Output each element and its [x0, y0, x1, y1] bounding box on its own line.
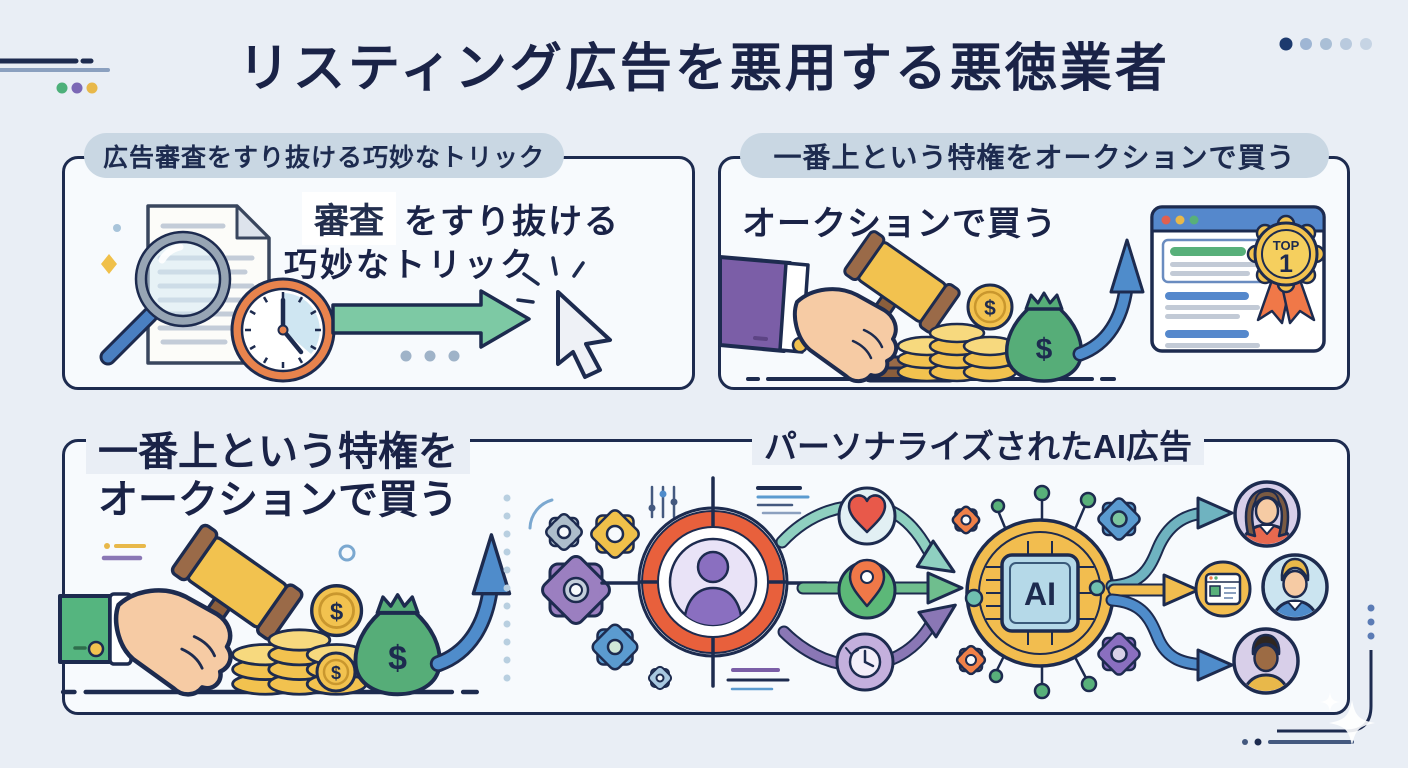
review-trick-text-line2: 巧妙なトリック: [284, 246, 536, 283]
auction-bottom-title-line1: 一番上という特権を: [86, 419, 470, 477]
header-review-trick: 広告審査をすり抜ける巧妙なトリック: [84, 133, 564, 178]
page-title: リスティング広告を悪用する悪徳業者: [238, 40, 1170, 98]
auction-bottom-title-line1-label: 一番上という特権を: [86, 430, 470, 474]
header-auction-top: 一番上という特権をオークションで買う: [740, 133, 1329, 178]
header-auction-top-label: 一番上という特権をオークションで買う: [773, 141, 1296, 173]
auction-top-text: オークションで買う: [742, 205, 1057, 243]
ai-ads-title-label: パーソナライズされたAI広告: [752, 428, 1205, 465]
panel-auction-top: [718, 156, 1350, 390]
review-line1-rest: をすり抜ける: [404, 203, 621, 241]
header-review-trick-label: 広告審査をすり抜ける巧妙なトリック: [102, 143, 545, 172]
ai-ads-title: パーソナライズされたAI広告: [752, 420, 1205, 468]
auction-bottom-title-line2: オークションで買う: [98, 478, 458, 522]
review-trick-text-line1: 審査 をすり抜ける: [302, 192, 620, 245]
review-highlight: 審査: [302, 192, 397, 245]
